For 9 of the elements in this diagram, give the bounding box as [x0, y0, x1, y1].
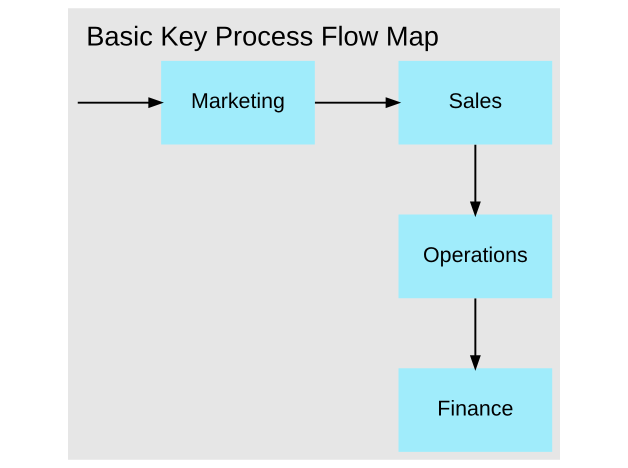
node-box: Marketing [161, 60, 315, 144]
node-box: Finance [398, 368, 552, 452]
node-box: Sales [398, 60, 552, 144]
arrow [78, 97, 164, 108]
node-box: Operations [398, 214, 552, 298]
arrow [314, 97, 402, 108]
diagram-title: Basic Key Process Flow Map [86, 20, 439, 52]
arrow [470, 298, 481, 371]
arrow [470, 144, 481, 218]
